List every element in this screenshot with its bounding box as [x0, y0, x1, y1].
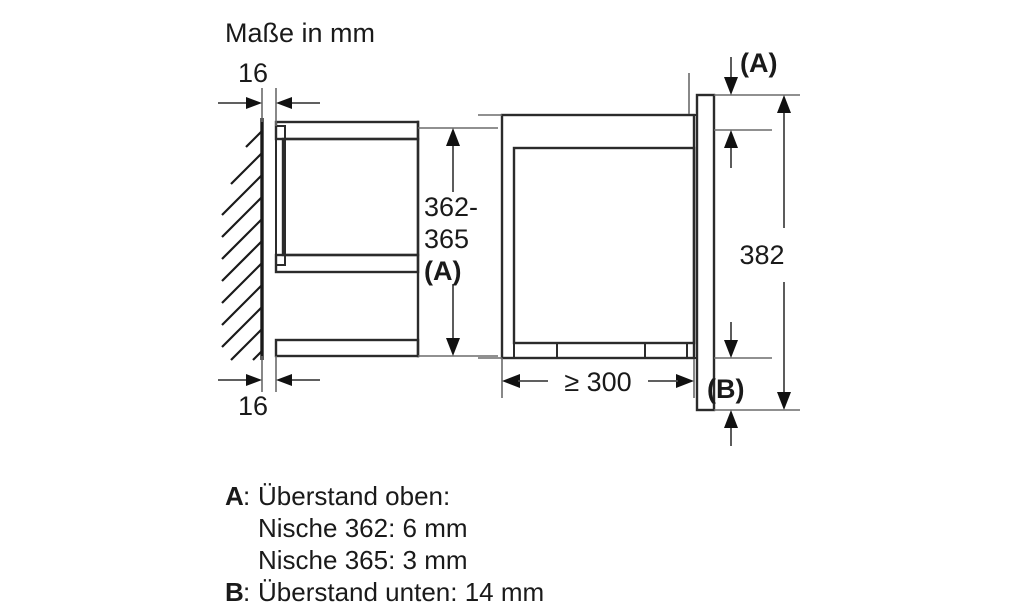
legend-row-1: Nische 362: 6 mm [258, 513, 468, 543]
legend-row-2: Nische 365: 3 mm [258, 545, 468, 575]
dimension-bottom-gap-label: 16 [238, 391, 268, 421]
legend-text-2: Nische 365: 3 mm [258, 545, 468, 575]
dimension-depth-label: ≥ 300 [564, 367, 631, 397]
wall-hatching [221, 118, 264, 361]
legend-row-3: B : Überstand unten: 14 mm [225, 577, 544, 607]
dimension-overhang-top-marker: (A) [740, 48, 777, 78]
dimension-top-gap: 16 [218, 58, 320, 126]
legend-text-3: Überstand unten: 14 mm [258, 577, 544, 607]
dimension-overhang-bottom: (B) [707, 322, 772, 446]
dimension-bottom-gap: 16 [218, 356, 320, 421]
legend-key-0: A [225, 481, 244, 511]
dimension-overhang-bottom-marker: (B) [707, 374, 744, 404]
legend-row-0: A : Überstand oben: [225, 481, 450, 511]
dimension-depth: ≥ 300 [501, 358, 695, 398]
legend-key-3: B [225, 577, 244, 607]
left-side-view [274, 120, 420, 358]
drawing-title: Maße in mm [225, 18, 375, 48]
dimension-niche-height: 362- 365 (A) [418, 127, 498, 357]
dimension-top-gap-label: 16 [238, 58, 268, 88]
center-section-view [478, 73, 696, 360]
legend-text-1: Nische 362: 6 mm [258, 513, 468, 543]
dimension-total-height: 382 [714, 95, 800, 411]
dimension-overhang-top: (A) [714, 48, 800, 168]
dimension-niche-height-label-line1: 362- [424, 192, 478, 222]
dimension-niche-height-label-line2: 365 [424, 224, 469, 254]
legend: A : Überstand oben: Nische 362: 6 mm Nis… [225, 481, 544, 607]
legend-separator-3: : [243, 577, 250, 607]
door-panel [679, 93, 716, 412]
legend-separator-0: : [243, 481, 250, 511]
legend-text-0: Überstand oben: [258, 481, 450, 511]
dimension-niche-height-marker: (A) [424, 256, 461, 286]
dimension-total-height-label: 382 [739, 240, 784, 270]
